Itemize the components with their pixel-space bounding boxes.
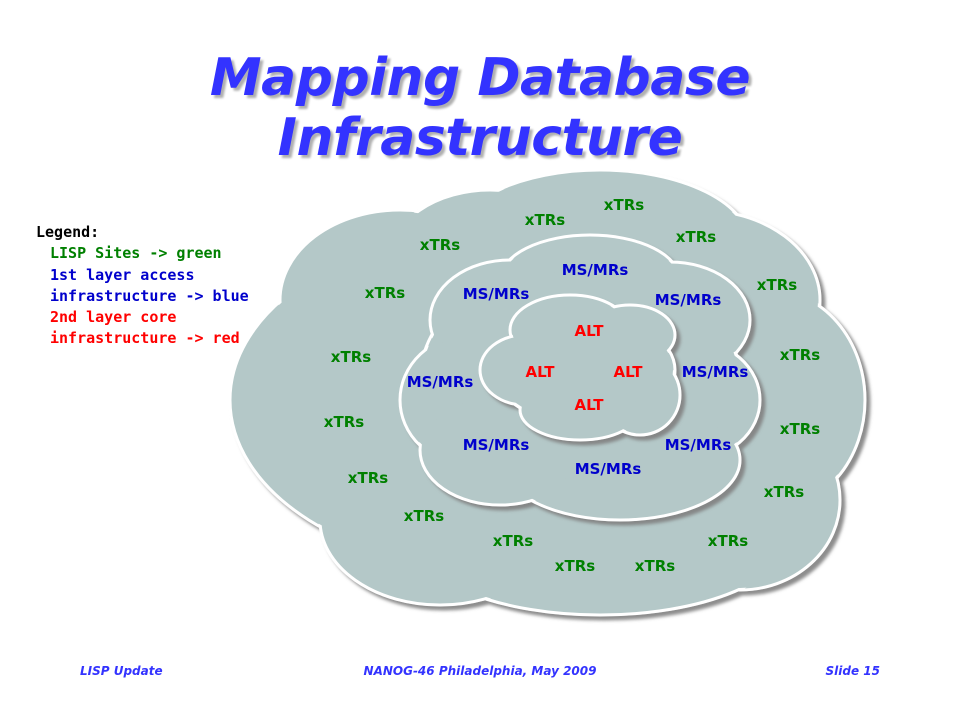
footer-center: NANOG-46 Philadelphia, May 2009	[363, 664, 597, 678]
xtr-label: xTRs	[420, 236, 460, 254]
xtr-label: xTRs	[365, 284, 405, 302]
xtr-label: xTRs	[324, 413, 364, 431]
legend-heading: Legend:	[36, 223, 100, 241]
msmr-label: MS/MRs	[407, 373, 474, 391]
xtr-label: xTRs	[780, 346, 820, 364]
xtr-label: xTRs	[780, 420, 820, 438]
alt-label: ALT	[575, 396, 605, 414]
legend-line-access-1: 1st layer access	[50, 265, 195, 284]
xtr-label: xTRs	[604, 196, 644, 214]
alt-label: ALT	[526, 363, 556, 381]
alt-label: ALT	[575, 322, 605, 340]
msmr-label: MS/MRs	[575, 460, 642, 478]
xtr-label: xTRs	[708, 532, 748, 550]
xtr-label: xTRs	[757, 276, 797, 294]
msmr-label: MS/MRs	[463, 285, 530, 303]
xtr-label: xTRs	[676, 228, 716, 246]
legend-line-core-2: infrastructure -> red	[50, 329, 240, 348]
slide-title: Mapping Database Infrastructure	[209, 48, 751, 168]
xtr-label: xTRs	[331, 348, 371, 366]
inner-cloud	[478, 293, 682, 442]
legend: Legend: LISP Sites -> green 1st layer ac…	[36, 222, 249, 350]
footer-right: Slide 15	[825, 664, 880, 678]
msmr-label: MS/MRs	[665, 436, 732, 454]
xtr-labels: xTRs xTRs xTRs xTRs xTRs xTRs xTRs xTRs …	[324, 196, 820, 575]
xtr-label: xTRs	[493, 532, 533, 550]
msmr-label: MS/MRs	[682, 363, 749, 381]
alt-label: ALT	[614, 363, 644, 381]
xtr-label: xTRs	[525, 211, 565, 229]
msmr-labels: MS/MRs MS/MRs MS/MRs MS/MRs MS/MRs MS/MR…	[407, 261, 749, 478]
msmr-label: MS/MRs	[562, 261, 629, 279]
xtr-label: xTRs	[635, 557, 675, 575]
xtr-label: xTRs	[404, 507, 444, 525]
msmr-label: MS/MRs	[655, 291, 722, 309]
legend-line-access-2: infrastructure -> blue	[50, 286, 249, 305]
msmr-label: MS/MRs	[463, 436, 530, 454]
footer-left: LISP Update	[80, 664, 163, 678]
legend-line-core-1: 2nd layer core	[50, 308, 177, 327]
legend-line-sites: LISP Sites -> green	[50, 244, 222, 263]
xtr-label: xTRs	[555, 557, 595, 575]
xtr-label: xTRs	[764, 483, 804, 501]
xtr-label: xTRs	[348, 469, 388, 487]
alt-labels: ALT ALT ALT ALT	[526, 322, 644, 414]
